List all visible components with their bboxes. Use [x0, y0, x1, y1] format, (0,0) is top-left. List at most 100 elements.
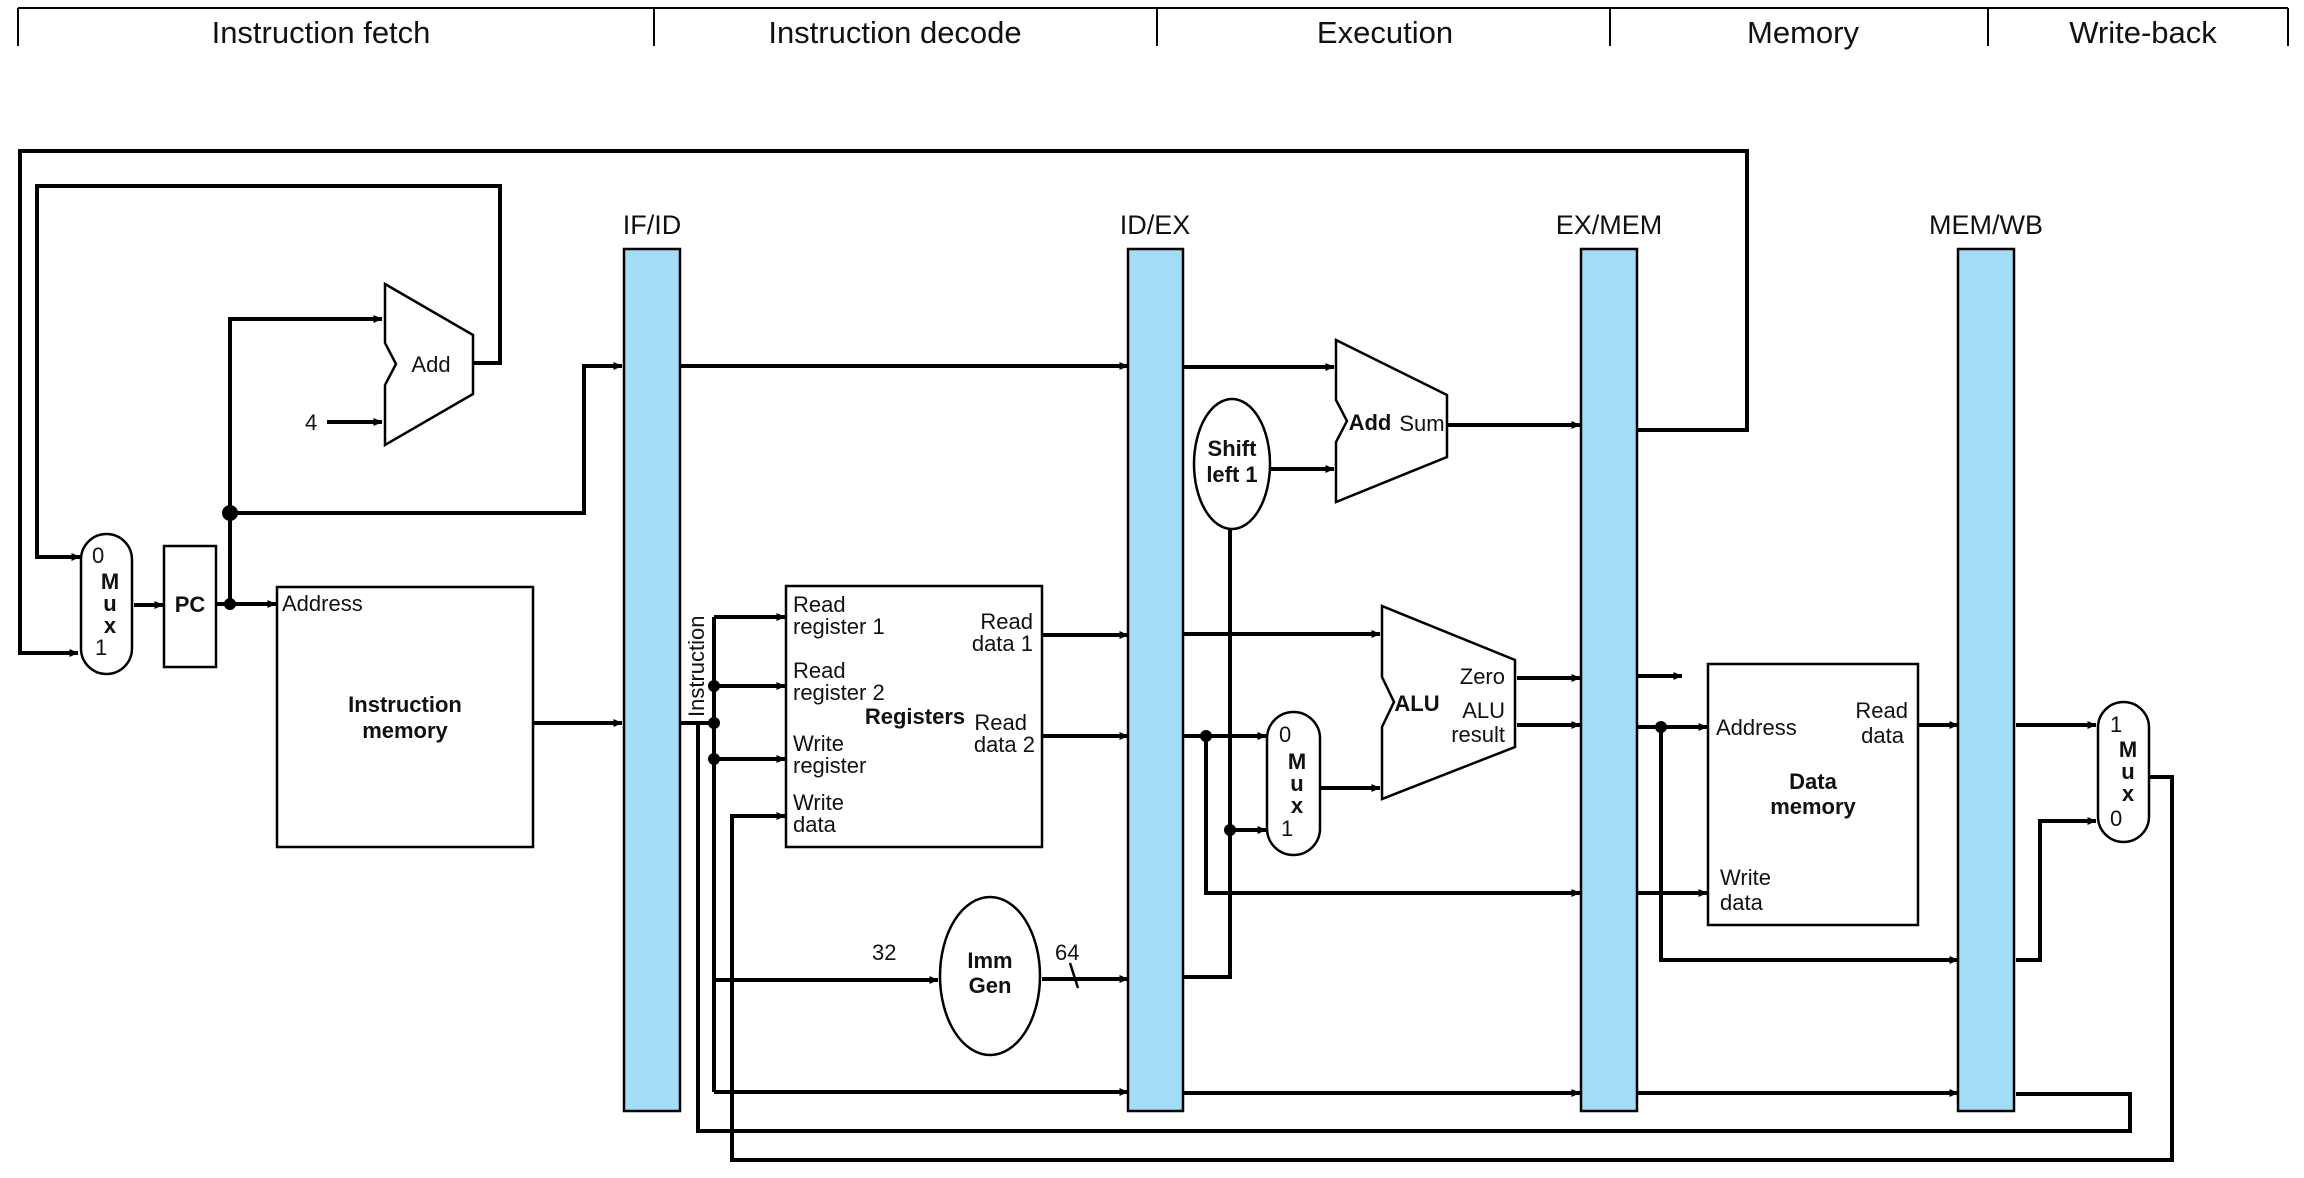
mux-letter-m: M: [101, 569, 119, 594]
mux-letter-m: M: [2119, 737, 2137, 762]
label-id-ex: ID/EX: [1120, 210, 1191, 240]
wire-pc-plus-4: [35, 184, 502, 561]
dmem-title-line2: memory: [1770, 794, 1856, 819]
mux-writeback: 1 M u x 0: [2096, 700, 2151, 844]
dmem-read-data-port: Read: [1855, 698, 1908, 723]
mux-alu-src: 0 M u x 1: [1265, 710, 1322, 857]
label-if-id: IF/ID: [623, 210, 682, 240]
shift-label-line2: left 1: [1206, 462, 1257, 487]
mux-letter-m: M: [1288, 749, 1306, 774]
stage-label-execution: Execution: [1317, 15, 1453, 50]
stage-label-memory: Memory: [1747, 15, 1859, 50]
stage-label-decode: Instruction decode: [768, 15, 1021, 50]
program-counter: PC: [162, 544, 218, 669]
wire-pc-to-adder: [228, 315, 383, 604]
junction-dot: [1200, 730, 1212, 742]
shift-left-unit: Shift left 1: [1192, 397, 1272, 531]
mux-input-0-label: 0: [2110, 806, 2122, 831]
dmem-title-line1: Data: [1789, 769, 1837, 794]
alu: ALU Zero ALU result: [1380, 604, 1517, 801]
dmem-address-port: Address: [1716, 715, 1797, 740]
pipeline-register-mem-wb: [1956, 247, 2016, 1113]
mux-input-0-label: 0: [1279, 722, 1291, 747]
pipeline-register-ex-mem: [1579, 247, 1639, 1113]
mux-input-0-label: 0: [92, 543, 104, 568]
immediate-generator: Imm Gen: [938, 895, 1042, 1057]
port-read-data-2: Read: [974, 710, 1027, 735]
mux-pc-select: 0 M u x 1: [79, 532, 134, 676]
registers-title: Registers: [865, 704, 965, 729]
pipeline-register-if-id: [622, 247, 682, 1113]
branch-adder-sum: Sum: [1399, 411, 1444, 436]
label-ex-mem: EX/MEM: [1556, 210, 1663, 240]
mux-input-1-label: 1: [1281, 816, 1293, 841]
junction-dots: [222, 505, 1667, 836]
register-file: Read register 1 Read register 2 Write re…: [784, 584, 1044, 849]
mux-letter-u: u: [2121, 759, 2134, 784]
wire-writeback-data: [730, 775, 2174, 1162]
bus-width-slash: [1068, 962, 1080, 989]
alu-label: ALU: [1394, 691, 1439, 716]
port-write-register: register: [793, 753, 866, 778]
data-memory: Address Read data Data memory Write data: [1706, 662, 1920, 927]
immgen-label-line1: Imm: [967, 948, 1012, 973]
junction-dot: [708, 680, 720, 692]
mux-input-1-label: 1: [2110, 712, 2122, 737]
port-read-register-2: register 2: [793, 680, 885, 705]
mux-letter-x: x: [1291, 793, 1304, 818]
shift-label-line1: Shift: [1208, 436, 1258, 461]
instruction-memory: Address Instruction memory: [275, 585, 535, 849]
immgen-output-width: 64: [1055, 940, 1079, 965]
pc-adder-label: Add: [411, 352, 450, 377]
instruction-bus-label: Instruction: [684, 616, 709, 718]
pc-label: PC: [175, 592, 206, 617]
stage-label-writeback: Write-back: [2069, 15, 2217, 50]
dmem-write-data-port: data: [1720, 890, 1764, 915]
junction-dot: [1655, 721, 1667, 733]
wire-imm-to-shift-mux: [1184, 529, 1232, 979]
port-write-data: Write: [793, 790, 844, 815]
dmem-write-data-port: Write: [1720, 865, 1771, 890]
immgen-input-width: 32: [872, 940, 896, 965]
dmem-read-data-port: data: [1861, 723, 1905, 748]
port-read-register-1: register 1: [793, 614, 885, 639]
junction-dot: [224, 598, 236, 610]
immgen-label-line2: Gen: [969, 973, 1012, 998]
port-read-register-1: Read: [793, 592, 846, 617]
branch-adder-label: Add: [1349, 410, 1392, 435]
imem-address-port: Address: [282, 591, 363, 616]
wire-address-to-memwb: [1659, 727, 1959, 964]
alu-result-output: ALU: [1462, 698, 1505, 723]
mux-input-1-label: 1: [95, 635, 107, 660]
stage-header: Instruction fetch Instruction decode Exe…: [17, 7, 2289, 50]
pc-adder: Add: [383, 281, 475, 448]
wire-reg2-to-exmem: [1204, 736, 1581, 897]
junction-dot: [222, 505, 238, 521]
port-read-data-1: Read: [980, 609, 1033, 634]
stage-label-fetch: Instruction fetch: [212, 15, 431, 50]
branch-adder: Add Sum: [1334, 337, 1449, 504]
mux-letter-u: u: [103, 591, 116, 616]
junction-dot: [1224, 824, 1236, 836]
port-write-data: data: [793, 812, 837, 837]
port-write-register: Write: [793, 731, 844, 756]
constant-four: 4: [305, 410, 317, 435]
pipeline-registers: IF/ID ID/EX EX/MEM MEM/WB: [622, 210, 2043, 1113]
imem-title-line1: Instruction: [348, 692, 462, 717]
junction-dot: [708, 717, 720, 729]
imem-title-line2: memory: [362, 718, 448, 743]
wire-writeback-register: [696, 723, 2132, 1133]
wire-pc-to-ifid: [230, 362, 623, 515]
mux-letter-x: x: [104, 613, 117, 638]
junction-dot: [708, 753, 720, 765]
wire-branch-target: [18, 149, 1749, 657]
port-read-register-2: Read: [793, 658, 846, 683]
port-read-data-2: data 2: [974, 732, 1035, 757]
alu-result-output: result: [1451, 722, 1505, 747]
pipeline-register-id-ex: [1126, 247, 1185, 1113]
mux-letter-u: u: [1290, 771, 1303, 796]
port-read-data-1: data 1: [972, 631, 1033, 656]
label-mem-wb: MEM/WB: [1929, 210, 2043, 240]
wire-memwb-to-mux-0: [2016, 817, 2097, 962]
